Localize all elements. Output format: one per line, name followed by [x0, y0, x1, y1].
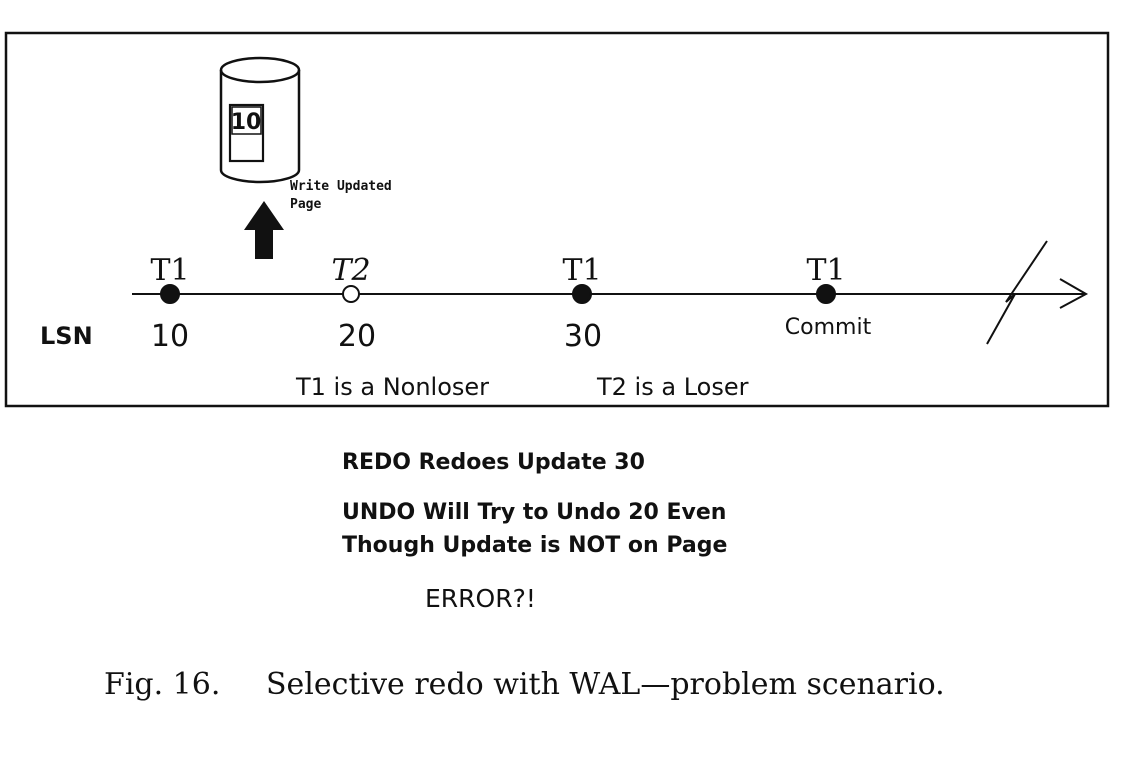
event-txn-label: T1: [150, 253, 189, 288]
write-note-line2: Page: [290, 197, 321, 212]
status-loser: T2 is a Loser: [596, 373, 749, 401]
timeline-arrowhead-icon: [1059, 278, 1089, 309]
event-marker-open: [342, 285, 360, 303]
event-lsn-label: 20: [338, 319, 376, 354]
status-nonloser: T1 is a Nonloser: [295, 373, 489, 401]
write-note-line1: Write Updated: [290, 179, 392, 194]
disk-page-label-box: [231, 106, 262, 135]
disk-icon: [219, 56, 301, 184]
undo-note-line1: UNDO Will Try to Undo 20 Even: [342, 500, 726, 525]
diagram-frame: [4, 31, 1110, 408]
redo-note: REDO Redoes Update 30: [342, 450, 645, 475]
error-note: ERROR?!: [425, 584, 536, 613]
undo-note-line2: Though Update is NOT on Page: [342, 533, 727, 558]
event-txn-label: T2: [331, 253, 370, 288]
event-lsn-label: 10: [151, 319, 189, 354]
event-txn-label: T1: [562, 253, 601, 288]
disk-page-label: 10: [231, 110, 262, 135]
event-marker-filled: [160, 284, 180, 304]
event-lsn-label: Commit: [785, 315, 872, 340]
timeline-break-icon: [986, 240, 1048, 345]
caption-label: Fig. 16.: [104, 667, 220, 702]
caption-text: Selective redo with WAL—problem scenario…: [266, 667, 945, 702]
event-txn-label: T1: [806, 253, 845, 288]
disk-page-icon: [228, 103, 265, 163]
event-marker-filled: [572, 284, 592, 304]
write-arrow-icon: [244, 201, 284, 259]
event-marker-filled: [816, 284, 836, 304]
event-lsn-label: 30: [564, 319, 602, 354]
lsn-axis-label: LSN: [40, 322, 93, 350]
